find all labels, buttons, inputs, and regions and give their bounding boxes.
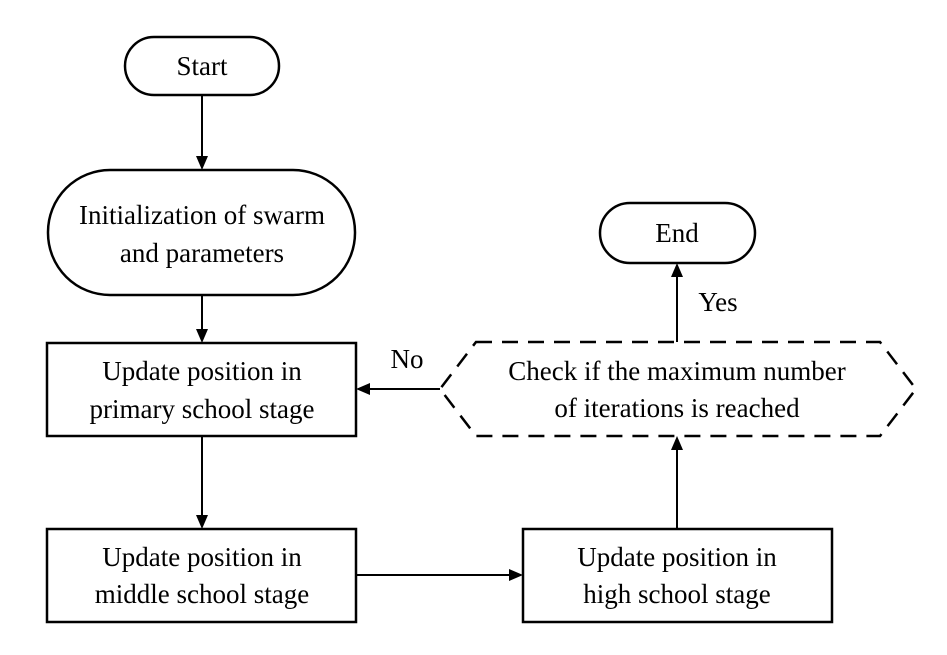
- arrow-init-to-primary: [196, 295, 208, 343]
- end-label: End: [655, 218, 699, 248]
- primary-stage-node: Update position in primary school stage: [45, 341, 358, 438]
- no-edge-label: No: [391, 344, 424, 374]
- end-node: End: [598, 201, 757, 265]
- init-node: Initialization of swarm and parameters: [46, 168, 357, 297]
- middle-stage-node: Update position in middle school stage: [45, 527, 358, 624]
- arrow-check-to-primary: [356, 383, 440, 395]
- high-label-line1: Update position in: [577, 542, 777, 572]
- high-label-line2: high school stage: [583, 579, 770, 609]
- init-label-line2: and parameters: [120, 238, 284, 268]
- arrow-middle-to-high: [356, 569, 523, 581]
- check-label-line1: Check if the maximum number: [508, 356, 845, 386]
- arrow-high-to-check: [671, 436, 683, 529]
- primary-label-line1: Update position in: [102, 356, 302, 386]
- middle-label-line1: Update position in: [102, 542, 302, 572]
- start-node: Start: [123, 35, 281, 97]
- check-decision-node: Check if the maximum number of iteration…: [438, 340, 918, 438]
- yes-edge-label: Yes: [698, 287, 737, 317]
- middle-label-line2: middle school stage: [95, 579, 309, 609]
- high-stage-node: Update position in high school stage: [521, 527, 834, 624]
- start-label: Start: [177, 51, 228, 81]
- init-label-line1: Initialization of swarm: [79, 200, 325, 230]
- primary-label-line2: primary school stage: [90, 394, 315, 424]
- check-label-line2: of iterations is reached: [554, 393, 800, 423]
- arrow-check-to-end: [671, 263, 683, 342]
- arrow-primary-to-middle: [196, 436, 208, 529]
- arrow-start-to-init: [196, 95, 208, 170]
